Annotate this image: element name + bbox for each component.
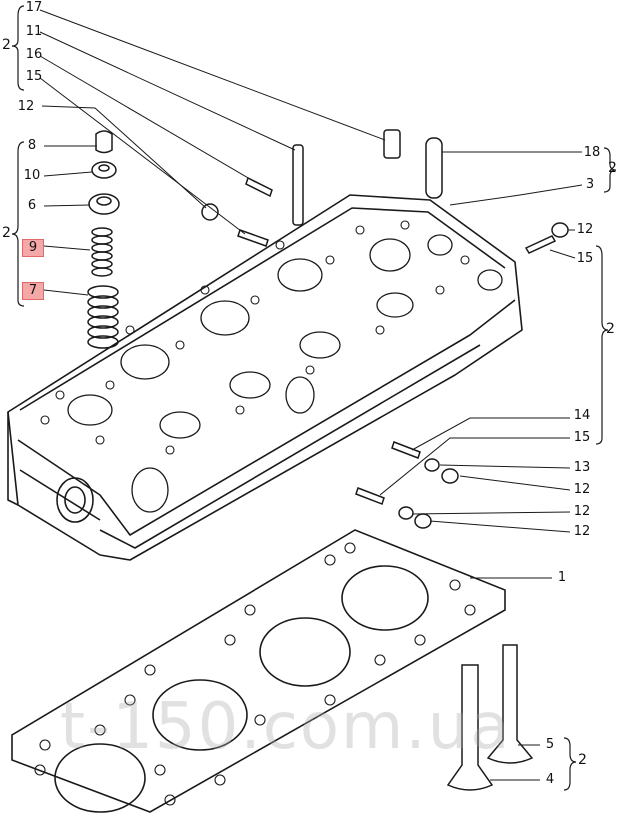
group-qty-right-mid: 2 [606,321,615,337]
label-9: 9 [22,239,44,257]
group-qty-top: 2 [2,37,11,53]
head-front-face [17,299,516,536]
part-12-nut-a [441,468,459,484]
part-10-retainer [91,161,117,179]
part-18-pin [425,137,443,199]
label-17: 17 [25,0,43,15]
part-9-inner-spring [91,227,113,277]
brace-right-mid [595,245,609,445]
part-12-nut-c [414,513,432,529]
label-4: 4 [545,772,555,787]
part-12-nut [201,203,219,221]
gasket-bore-4 [54,743,146,813]
part-15-stud-right [524,235,557,254]
label-12-a: 12 [573,482,591,497]
label-5: 5 [545,737,555,752]
gasket-bore-3 [152,679,248,751]
label-13: 13 [573,460,591,475]
head-block-outline [7,194,523,561]
label-15: 15 [25,69,43,84]
part-17-stud [383,129,401,159]
label-10: 10 [23,168,41,183]
part-11-stud [292,144,304,226]
label-15-mid: 15 [573,430,591,445]
brace-right-bot [563,737,577,791]
brace-left [11,141,25,307]
label-12-b: 12 [573,504,591,519]
group-qty-right-bot: 2 [578,752,587,768]
part-13-washer [424,458,440,472]
label-12-right: 12 [576,222,594,237]
part-8-cap [95,130,113,154]
part-7-outer-spring [87,285,119,349]
label-6: 6 [27,198,37,213]
label-18: 18 [583,145,601,160]
part-1-gasket [11,529,506,813]
label-12: 12 [17,99,35,114]
head-bottom-rail [99,344,481,549]
label-12-c: 12 [573,524,591,539]
group-qty-right-top: 2 [608,160,617,176]
brace-right-top [603,147,617,193]
part-15-stud-lower [355,487,385,505]
part-5-valve [486,644,534,764]
label-7: 7 [22,282,44,300]
part-14-stud [391,441,421,459]
part-12-nut-right [551,222,569,238]
label-16: 16 [25,47,43,62]
label-3: 3 [585,177,595,192]
group-qty-left: 2 [2,225,11,241]
gasket-bore-1 [341,565,429,631]
gasket-bore-2 [259,617,351,687]
part-16-stud [245,176,273,198]
label-1: 1 [557,570,567,585]
label-11: 11 [25,24,43,39]
brace-top [11,5,25,91]
part-12-nut-b [398,506,414,520]
head-top-edge [19,207,506,411]
part-4-valve [446,664,494,791]
label-14: 14 [573,408,591,423]
part-6-seat [88,193,120,215]
label-8: 8 [27,138,37,153]
part-15-stud [237,229,269,247]
watermark: t-150.com.ua [60,690,512,764]
label-15-right: 15 [576,251,594,266]
